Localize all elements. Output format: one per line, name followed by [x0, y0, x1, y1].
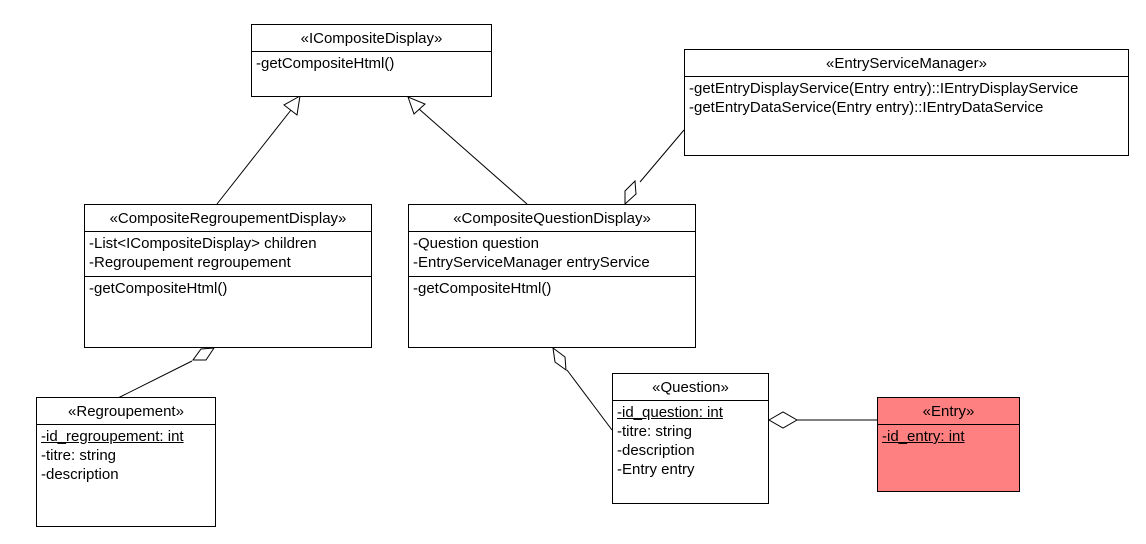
attribute: -titre: string: [41, 447, 117, 464]
inheritance-line-regroupement: [216, 109, 292, 205]
class-name: «ICompositeDisplay»: [252, 25, 491, 52]
aggregation-diamond-entryservice: [624, 179, 637, 206]
inheritance-arrowhead-regroupement: [283, 95, 301, 116]
attribute-id: -id_question: int: [617, 404, 723, 421]
inheritance-line-question: [418, 108, 528, 205]
attribute: -List<ICompositeDisplay> children: [89, 235, 317, 252]
attributes: -List<ICompositeDisplay> children -Regro…: [85, 232, 371, 277]
class-name: «CompositeQuestionDisplay»: [409, 205, 695, 232]
class-name: «EntryServiceManager»: [685, 50, 1128, 77]
operations: -getCompositeHtml(): [409, 277, 695, 302]
aggregation-line-entryservice: [639, 129, 685, 183]
class-entry[interactable]: «Entry» -id_entry: int: [877, 397, 1020, 492]
attribute: -description: [41, 466, 119, 483]
operation: -getEntryDisplayService(Entry entry)::IE…: [689, 80, 1079, 97]
attribute: -titre: string: [617, 423, 693, 440]
operation: -getCompositeHtml(): [256, 55, 395, 72]
attribute: -EntryServiceManager entryService: [413, 254, 650, 271]
aggregation-line-question: [566, 369, 613, 431]
attribute: -Entry entry: [617, 461, 695, 478]
attribute: -Regroupement regroupement: [89, 254, 291, 271]
operations: -getCompositeHtml(): [252, 52, 491, 77]
class-name: «Question»: [613, 374, 768, 401]
attributes: -Question question -EntryServiceManager …: [409, 232, 695, 277]
attribute-id: -id_regroupement: int: [41, 428, 184, 445]
attributes: -id_question: int -titre: string -descri…: [613, 401, 768, 483]
aggregation-line-regroupement: [117, 360, 193, 399]
class-entry-service-manager[interactable]: «EntryServiceManager» -getEntryDisplaySe…: [684, 49, 1129, 156]
aggregation-diamond-regroupement: [192, 347, 215, 361]
attribute: -Question question: [413, 235, 539, 252]
class-icomposite-display[interactable]: «ICompositeDisplay» -getCompositeHtml(): [251, 24, 492, 97]
operation: -getEntryDataService(Entry entry)::IEntr…: [689, 99, 1044, 116]
aggregation-diamond-question: [552, 346, 567, 372]
attributes: -id_entry: int: [878, 425, 1019, 450]
class-regroupement[interactable]: «Regroupement» -id_regroupement: int -ti…: [36, 397, 216, 527]
attribute-id: -id_entry: int: [882, 428, 965, 445]
attributes: -id_regroupement: int -titre: string -de…: [37, 425, 215, 488]
class-name: «Regroupement»: [37, 398, 215, 425]
inheritance-arrowhead-question: [407, 96, 426, 115]
class-name: «CompositeRegroupementDisplay»: [85, 205, 371, 232]
class-name: «Entry»: [878, 398, 1019, 425]
operations: -getEntryDisplayService(Entry entry)::IE…: [685, 77, 1128, 121]
operations: -getCompositeHtml(): [85, 277, 371, 302]
operation: -getCompositeHtml(): [89, 280, 228, 297]
operation: -getCompositeHtml(): [413, 280, 552, 297]
class-question[interactable]: «Question» -id_question: int -titre: str…: [612, 373, 769, 504]
attribute: -description: [617, 442, 695, 459]
class-composite-question-display[interactable]: «CompositeQuestionDisplay» -Question que…: [408, 204, 696, 348]
aggregation-diamond-entry: [767, 411, 799, 429]
class-composite-regroupement-display[interactable]: «CompositeRegroupementDisplay» -List<ICo…: [84, 204, 372, 348]
